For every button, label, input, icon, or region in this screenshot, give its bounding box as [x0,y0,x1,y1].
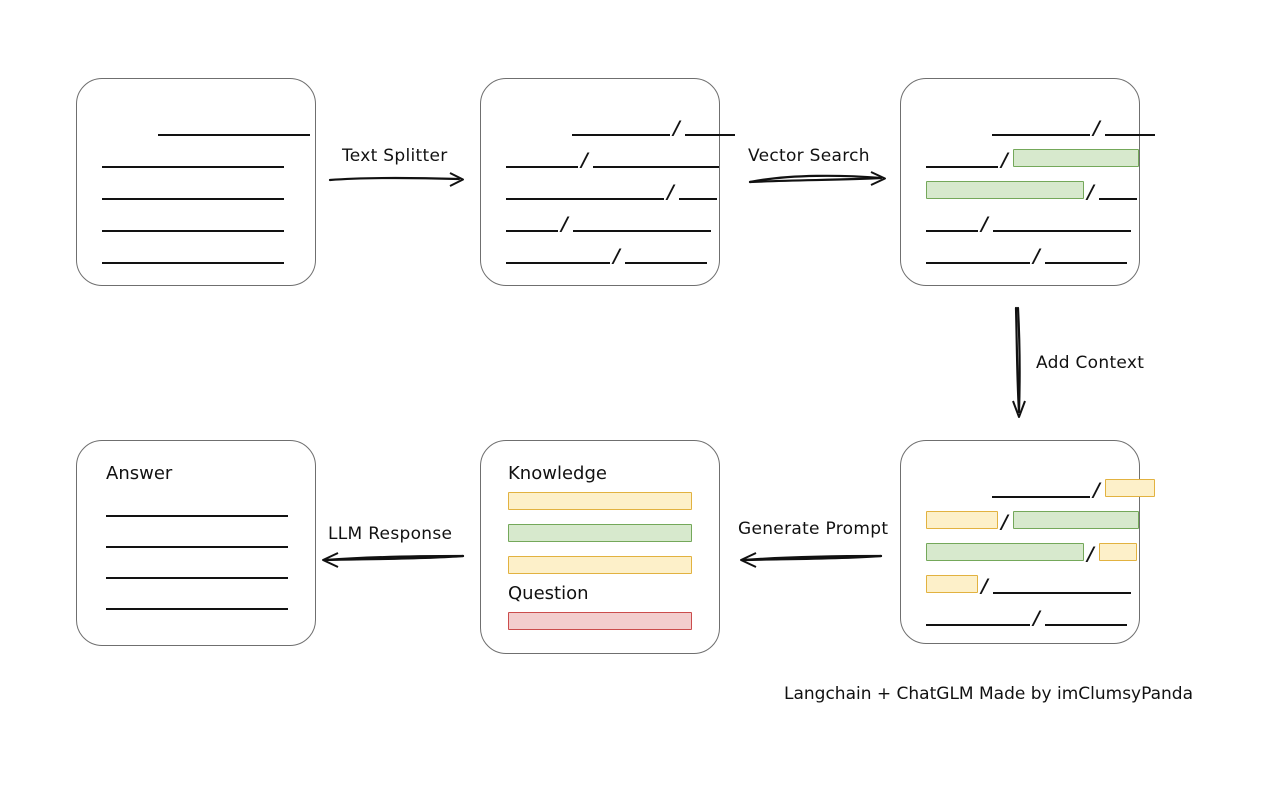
arrow-generate-prompt [740,552,883,568]
segment-separator: / [1033,607,1040,629]
text-line [1105,134,1155,136]
arrow-text-splitter-label: Text Splitter [342,146,448,166]
text-line [506,198,664,200]
text-line [679,198,717,200]
text-line [572,134,670,136]
text-line [993,592,1131,594]
arrow-generate-prompt-label: Generate Prompt [738,519,889,539]
text-line [102,166,284,168]
box-context-chunks [900,440,1140,644]
segment-separator: / [1093,479,1100,501]
text-line [158,134,310,136]
text-line [992,496,1090,498]
knowledge-bar-yellow [508,556,692,574]
text-line [625,262,707,264]
arrow-text-splitter [328,172,464,187]
highlight-chip-green [926,543,1084,561]
text-line [593,166,719,168]
knowledge-bar-yellow [508,492,692,510]
text-line [573,230,711,232]
text-line [1099,198,1137,200]
box-answer [76,440,316,646]
answer-line [106,608,288,610]
answer-line [106,515,288,517]
footer-credit: Langchain + ChatGLM Made by imClumsyPand… [784,684,1193,704]
text-line [926,230,978,232]
segment-separator: / [1087,181,1094,203]
segment-separator: / [1001,149,1008,171]
segment-separator: / [981,213,988,235]
highlight-chip-green [1013,511,1139,529]
arrow-vector-search [748,171,886,186]
segment-separator: / [1001,511,1008,533]
box-source-document [76,78,316,286]
knowledge-label: Knowledge [508,463,607,484]
segment-separator: / [1087,543,1094,565]
text-line [926,166,998,168]
segment-separator: / [581,149,588,171]
segment-separator: / [1093,117,1100,139]
arrow-add-context [1012,306,1026,418]
text-line [993,230,1131,232]
answer-label: Answer [106,463,173,484]
segment-separator: / [673,117,680,139]
text-line [926,624,1030,626]
highlight-chip-yellow [926,575,978,593]
arrow-llm-response [322,552,465,568]
segment-separator: / [613,245,620,267]
highlight-chip-yellow [1105,479,1155,497]
highlight-chip-green [1013,149,1139,167]
question-bar-red [508,612,692,630]
text-line [926,262,1030,264]
segment-separator: / [561,213,568,235]
text-line [506,230,558,232]
arrow-add-context-label: Add Context [1036,353,1145,373]
text-line [1045,624,1127,626]
box-split-chunks [480,78,720,286]
text-line [506,262,610,264]
highlight-chip-yellow [1099,543,1137,561]
segment-separator: / [667,181,674,203]
question-label: Question [508,583,589,604]
answer-line [106,546,288,548]
text-line [506,166,578,168]
answer-line [106,577,288,579]
highlight-chip-yellow [926,511,998,529]
text-line [102,262,284,264]
segment-separator: / [981,575,988,597]
highlight-chip-green [926,181,1084,199]
arrow-vector-search-label: Vector Search [748,146,870,166]
text-line [685,134,735,136]
text-line [1045,262,1127,264]
arrow-llm-response-label: LLM Response [328,524,453,544]
text-line [102,230,284,232]
text-line [992,134,1090,136]
text-line [102,198,284,200]
knowledge-bar-green [508,524,692,542]
segment-separator: / [1033,245,1040,267]
